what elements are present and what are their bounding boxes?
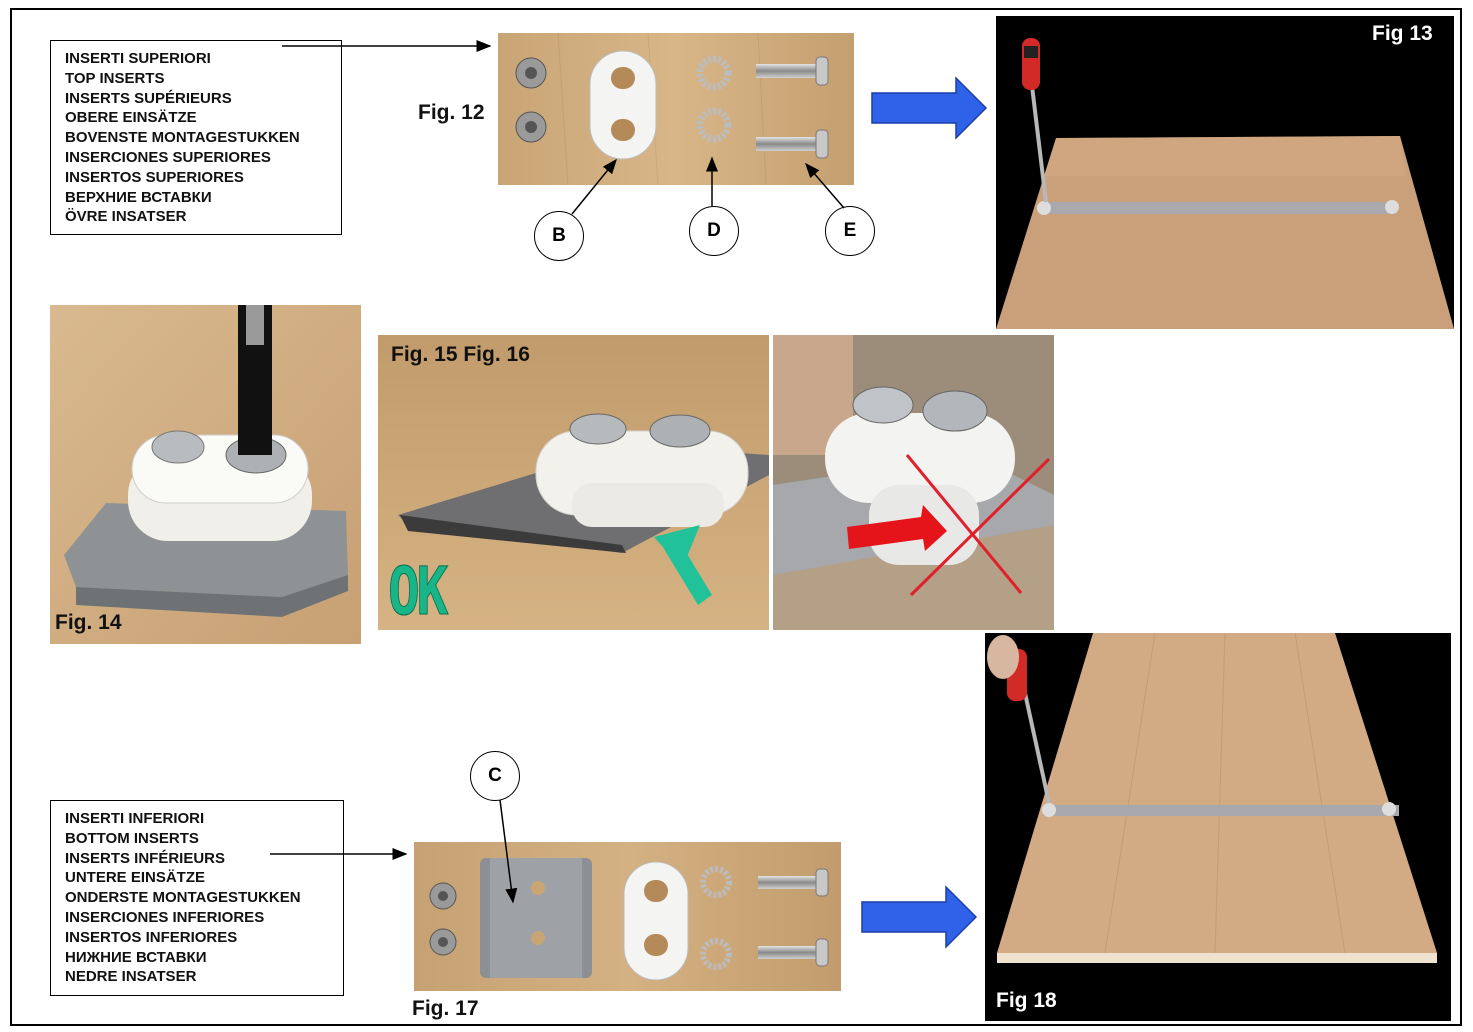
fig13-label: Fig 13 bbox=[1372, 22, 1433, 45]
callout-c: C bbox=[470, 751, 520, 801]
callout-e: E bbox=[825, 206, 875, 256]
top-inserts-line: BOVENSTE MONTAGESTUKKEN bbox=[65, 129, 300, 147]
ok-text: OK bbox=[388, 553, 449, 630]
bottom-inserts-line: INSERTS INFÉRIEURS bbox=[65, 849, 226, 867]
callout-b: B bbox=[534, 211, 584, 261]
bottom-inserts-line: INSERCIONES INFERIORES bbox=[65, 908, 265, 926]
fig17-label: Fig. 17 bbox=[412, 997, 479, 1020]
top-inserts-line: ÖVRE INSATSER bbox=[65, 208, 187, 226]
fig15-16-label: Fig. 15 Fig. 16 bbox=[391, 343, 530, 366]
page-frame bbox=[10, 8, 1462, 1026]
fig12-label: Fig. 12 bbox=[418, 101, 485, 124]
fig18-label: Fig 18 bbox=[996, 989, 1057, 1012]
fig15-photo: Fig. 15 Fig. 16 OK bbox=[378, 335, 769, 630]
top-inserts-box: INSERTI SUPERIORI TOP INSERTS INSERTS SU… bbox=[50, 40, 342, 235]
bottom-inserts-line: INSERTI INFERIORI bbox=[65, 810, 205, 827]
top-inserts-line: INSERCIONES SUPERIORES bbox=[65, 148, 271, 166]
bottom-inserts-line: UNTERE EINSÄTZE bbox=[65, 869, 206, 887]
top-inserts-line: TOP INSERTS bbox=[65, 69, 165, 87]
bottom-inserts-line: НИЖНИЕ ВСТАВКИ bbox=[65, 948, 207, 966]
top-inserts-line: INSERTOS SUPERIORES bbox=[65, 168, 244, 186]
top-inserts-line: INSERTI SUPERIORI bbox=[65, 50, 211, 67]
bottom-inserts-line: BOTTOM INSERTS bbox=[65, 829, 199, 847]
fig14-label: Fig. 14 bbox=[55, 611, 122, 634]
fig12-photo bbox=[498, 33, 854, 185]
top-inserts-line: ВЕРХНИЕ ВСТАВКИ bbox=[65, 188, 212, 206]
fig18-photo: Fig 18 bbox=[985, 633, 1451, 1021]
fig16-photo bbox=[773, 335, 1054, 630]
bottom-inserts-line: INSERTOS INFERIORES bbox=[65, 928, 238, 946]
bottom-inserts-line: NEDRE INSATSER bbox=[65, 968, 197, 986]
top-inserts-line: OBERE EINSÄTZE bbox=[65, 109, 197, 127]
fig14-photo: Fig. 14 bbox=[50, 305, 361, 644]
callout-d: D bbox=[689, 206, 739, 256]
fig17-photo bbox=[414, 842, 841, 991]
fig13-photo: Fig 13 bbox=[996, 16, 1454, 329]
top-inserts-line: INSERTS SUPÉRIEURS bbox=[65, 89, 232, 107]
bottom-inserts-box: INSERTI INFERIORI BOTTOM INSERTS INSERTS… bbox=[50, 800, 344, 996]
bottom-inserts-line: ONDERSTE MONTAGESTUKKEN bbox=[65, 889, 301, 907]
